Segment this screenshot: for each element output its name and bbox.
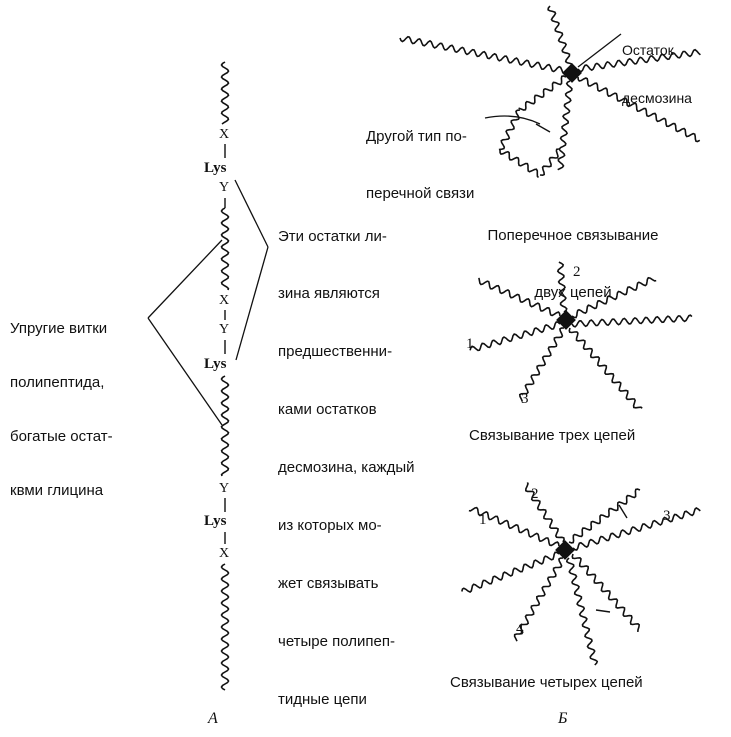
chain-a-segment-4 [220, 563, 230, 691]
other-crosslink-leader [484, 115, 541, 125]
three-chain-arm-right [571, 314, 693, 328]
other-crosslink-line-1: Другой тип по- [366, 128, 467, 145]
desmosine-diamond-three [556, 310, 576, 330]
chain-lys-1: Lys [204, 160, 227, 176]
four-chain-number-1: 1 [479, 512, 487, 528]
panel-b-label: Б [558, 710, 568, 727]
two-chain-arm-lower-right [577, 76, 701, 143]
desmosine-label-line-2: десмозина [622, 90, 692, 106]
wavy-chains [220, 5, 701, 691]
lysine-residues-note: Эти остатки ли- зина являются предшестве… [278, 188, 414, 728]
three-chain-number-3: 3 [521, 391, 529, 407]
four-chain-arm-bottom [565, 557, 599, 666]
two-chain-loop-3 [539, 148, 559, 177]
lysine-note-line-1: Эти остатки ли- [278, 227, 387, 245]
chain-x-2: X [219, 293, 230, 308]
three-chain-number-2: 2 [573, 264, 581, 280]
lysine-note-line-9: тидные цепи [278, 690, 367, 708]
chain-y-1: Y [219, 180, 230, 195]
two-chain-arm-bottom [557, 80, 573, 171]
three-chains-caption: Связывание трех цепей [469, 427, 636, 444]
two-chains-caption-line-1: Поперечное связывание [487, 227, 659, 244]
two-chains-caption-line-2: двух цепей [534, 284, 612, 301]
lysine-note-line-2: зина являются [278, 285, 380, 303]
other-crosslink-tick [535, 123, 551, 133]
right-bracket-lower [235, 246, 269, 361]
chain-a-segment-3 [220, 375, 230, 477]
left-bracket-upper [147, 239, 223, 319]
four-chain-number-4: 4 [516, 621, 524, 637]
three-chain-arm-1b [469, 321, 561, 352]
chain-lys-2: Lys [204, 356, 227, 372]
two-chain-arm-lower-left [518, 75, 567, 111]
desmosine-leader [577, 33, 622, 68]
four-chain-arm-2 [524, 482, 565, 543]
elastic-coils-line-2: полипептида, [10, 374, 105, 391]
four-chain-arm-3 [572, 507, 701, 551]
three-chain-arm-1 [478, 277, 561, 317]
chain-x-1: X [219, 127, 230, 142]
two-chain-arm-right [577, 48, 701, 73]
elastic-coils-note: Упругие витки полипептида, богатые остат… [10, 284, 113, 518]
lysine-note-line-8: четыре полипеп- [278, 632, 396, 650]
desmosine-residue-label: Остаток десмозина [622, 10, 692, 122]
desmosine-label-line-1: Остаток [622, 42, 674, 58]
desmosine-markers [555, 63, 582, 560]
chain-a-segment-1 [220, 61, 230, 125]
two-chain-loop-2 [499, 149, 540, 179]
chain-lys-3: Lys [204, 513, 227, 529]
four-chains-caption: Связывание четырех цепей [450, 674, 643, 691]
lysine-note-line-3: предшественни- [278, 343, 393, 361]
elastic-coils-line-4: квми глицина [10, 482, 104, 499]
chain-a-segment-2 [220, 207, 230, 291]
lysine-note-line-7: жет связывать [278, 574, 379, 592]
lysine-note-line-5: десмозина, каждый [278, 459, 415, 477]
four-chain-crosslink-tick [595, 609, 611, 613]
four-chain-arm-lower-right [571, 553, 641, 632]
other-crosslink-label: Другой тип по- перечной связи [366, 89, 474, 222]
elastic-coils-line-1: Упругие витки [10, 320, 108, 337]
connector-lines [147, 33, 622, 426]
three-chain-arm-3 [518, 327, 565, 402]
four-chain-arm-1 [468, 506, 560, 547]
three-chain-arm-2 [556, 261, 568, 313]
four-chain-arm-left-lower [461, 551, 560, 593]
two-chain-arm-upper-left [399, 35, 566, 75]
three-chain-arm-3b [568, 327, 643, 409]
lysine-note-line-6: из которых мо- [278, 517, 382, 535]
four-chain-crosslink-tick-2 [618, 504, 628, 519]
other-crosslink-line-2: перечной связи [366, 185, 475, 202]
three-chain-number-1: 1 [466, 336, 474, 352]
left-bracket-lower [147, 317, 223, 426]
three-chain-arm-2b [571, 276, 657, 319]
two-chain-arm-top [547, 5, 573, 65]
two-chains-caption: Поперечное связывание двух цепей [468, 188, 678, 321]
chain-y-2: Y [219, 322, 230, 337]
elastic-coils-line-3: богатые остат- [10, 428, 113, 445]
panel-a-label: А [208, 710, 218, 727]
chain-y-3: Y [219, 481, 230, 496]
four-chain-arm-2b [568, 488, 641, 544]
desmosine-diamond-four [555, 540, 575, 560]
four-chain-number-2: 2 [531, 486, 539, 502]
four-chain-arm-4 [513, 557, 564, 642]
right-bracket-upper [234, 179, 269, 248]
chain-x-3: X [219, 546, 230, 561]
lysine-note-line-4: ками остатков [278, 401, 377, 419]
four-chain-number-3: 3 [663, 508, 671, 524]
